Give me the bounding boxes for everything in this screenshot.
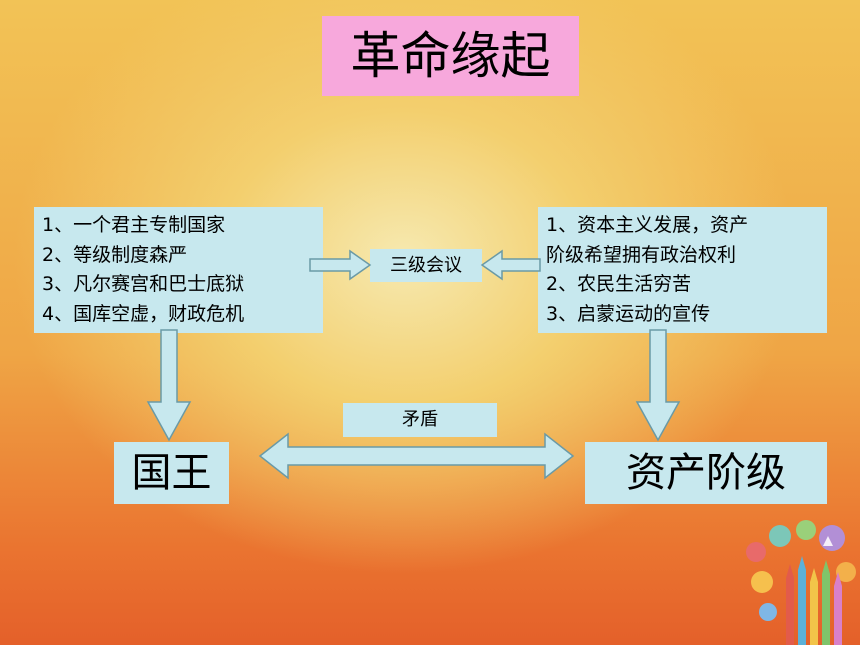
left-cause-item: 3、凡尔赛宫和巴士底狱: [42, 273, 245, 295]
arrow-left-to-estates: [480, 249, 541, 281]
right-causes-box: 1、资本主义发展，资产 阶级希望拥有政治权利 2、农民生活穷苦 3、启蒙运动的宣…: [538, 207, 827, 333]
pencil-icon: [786, 556, 842, 645]
math-bubble-icon: [746, 520, 856, 621]
arrow-down-to-king: [146, 329, 192, 442]
king-box: 国王: [114, 442, 229, 504]
decorative-pencils: [746, 520, 856, 645]
arrow-down-to-bourgeoisie: [635, 329, 681, 442]
arrow-right-to-estates: [309, 249, 372, 281]
left-cause-item: 4、国库空虚，财政危机: [42, 302, 245, 325]
left-causes-box: 1、一个君主专制国家 2、等级制度森严 3、凡尔赛宫和巴士底狱 4、国库空虚，财…: [34, 207, 323, 333]
right-cause-item: 1、资本主义发展，资产: [546, 214, 749, 236]
left-cause-item: 2、等级制度森严: [42, 243, 188, 266]
right-cause-item: 3、启蒙运动的宣传: [546, 302, 711, 325]
estates-general-box: 三级会议: [370, 249, 482, 282]
page-title: 革命缘起: [322, 16, 579, 96]
arrow-double-conflict: [258, 432, 575, 480]
left-cause-item: 1、一个君主专制国家: [42, 214, 226, 236]
conflict-box: 矛盾: [343, 403, 497, 437]
flask-icon: [823, 530, 833, 546]
right-cause-item: 阶级希望拥有政治权利: [546, 243, 737, 266]
right-cause-item: 2、农民生活穷苦: [546, 273, 692, 295]
bourgeoisie-box: 资产阶级: [585, 442, 827, 504]
